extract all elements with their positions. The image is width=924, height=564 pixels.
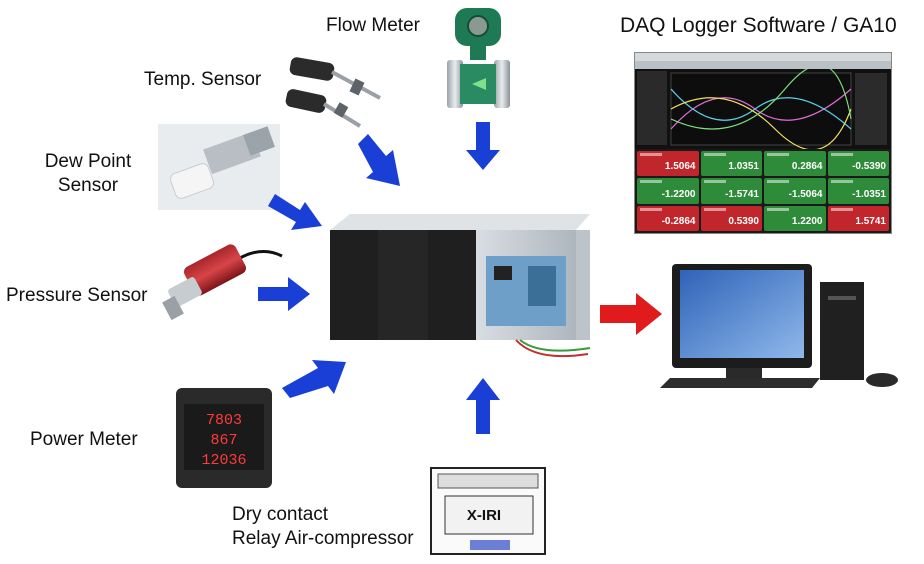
power-meter-reading-1: 7803 (206, 412, 242, 429)
arrow-from-relay-box (466, 378, 500, 434)
value-tile: -0.2864 (637, 205, 699, 231)
dew-point-label: Dew Point Sensor (30, 150, 146, 198)
value-tile: 1.2200 (764, 205, 826, 231)
software-title: DAQ Logger Software / GA10 (620, 14, 897, 37)
software-menu-bar (635, 53, 891, 61)
arrow-to-computer (600, 293, 662, 335)
dry-contact-label: Dry contact Relay Air-compressor (232, 503, 414, 551)
value-tile: -0.5390 (827, 151, 889, 177)
computer-monitor-image (660, 264, 898, 388)
arrow-from-power-meter (282, 360, 346, 398)
arrow-from-dew-point (268, 194, 322, 230)
dew-point-label-line2: Sensor (57, 175, 119, 196)
power-meter-label: Power Meter (30, 429, 138, 450)
value-tile: 1.5064 (637, 151, 699, 177)
tile-header (703, 207, 726, 211)
tile-header (640, 207, 662, 211)
tile-value: -1.2200 (661, 188, 696, 200)
dew-point-sensor-image (158, 124, 280, 210)
value-tile: 0.2864 (764, 151, 826, 177)
tile-value: 0.5390 (728, 216, 759, 227)
software-trend-area (635, 69, 891, 149)
tile-value: -0.2864 (661, 216, 696, 227)
trend-graph (670, 69, 887, 149)
tile-value: 1.5741 (855, 216, 886, 227)
tile-value: -1.5064 (788, 188, 823, 200)
tile-header (830, 180, 853, 184)
dew-point-label-line1: Dew Point (44, 151, 132, 172)
software-toolbar (635, 61, 891, 69)
dry-contact-label-line2: Relay Air-compressor (232, 528, 414, 549)
pressure-sensor-image (162, 244, 283, 321)
temp-sensor-label: Temp. Sensor (144, 69, 262, 90)
tile-value: 1.5064 (664, 161, 696, 173)
tile-header (767, 180, 789, 184)
tile-value: -1.5741 (725, 188, 759, 200)
flow-meter-label: Flow Meter (326, 15, 420, 36)
tile-header (703, 180, 726, 184)
flow-meter-image (447, 8, 510, 108)
arrow-from-temp-sensor (358, 134, 400, 186)
tile-header (640, 180, 662, 184)
data-logger-image (330, 214, 591, 358)
dry-contact-label-line1: Dry contact (232, 504, 329, 525)
arrow-from-flow-meter (466, 122, 500, 170)
tile-value: 1.2200 (791, 216, 823, 227)
pressure-sensor-label: Pressure Sensor (6, 285, 148, 306)
value-tile: -1.5741 (700, 178, 762, 204)
relay-box-image: X-IRI (430, 467, 546, 555)
daq-software-screenshot: 1.5064 1.0351 0.2864 -0.5390 -1.2200 -1.5741 -… (634, 52, 892, 234)
value-tile: -1.5064 (764, 178, 826, 204)
arrow-from-pressure-sensor (258, 277, 310, 311)
tile-header (830, 207, 853, 211)
value-tile: 1.5741 (827, 205, 889, 231)
tile-header (830, 153, 853, 156)
tile-header (767, 153, 789, 156)
value-tile: -1.0351 (827, 178, 889, 204)
tile-value: 0.2864 (791, 161, 823, 173)
value-tile: -1.2200 (637, 178, 699, 204)
power-meter-image: 7803 867 12036 (176, 388, 272, 488)
tile-header (640, 153, 662, 156)
tile-header (767, 207, 789, 211)
power-meter-reading-3: 12036 (201, 452, 246, 469)
value-tile: 0.5390 (700, 205, 762, 231)
tile-value: 1.0351 (728, 161, 759, 173)
value-tiles: 1.5064 1.0351 0.2864 -0.5390 -1.2200 -1.5741 -… (635, 149, 891, 233)
power-meter-reading-2: 867 (210, 432, 237, 449)
tile-header (703, 153, 726, 156)
temp-sensor-image (285, 57, 381, 128)
relay-box-label: X-IRI (467, 507, 501, 524)
tile-value: -0.5390 (852, 161, 886, 173)
value-tile: 1.0351 (700, 151, 762, 177)
channel-list (637, 71, 667, 145)
tile-value: -1.0351 (852, 188, 886, 200)
